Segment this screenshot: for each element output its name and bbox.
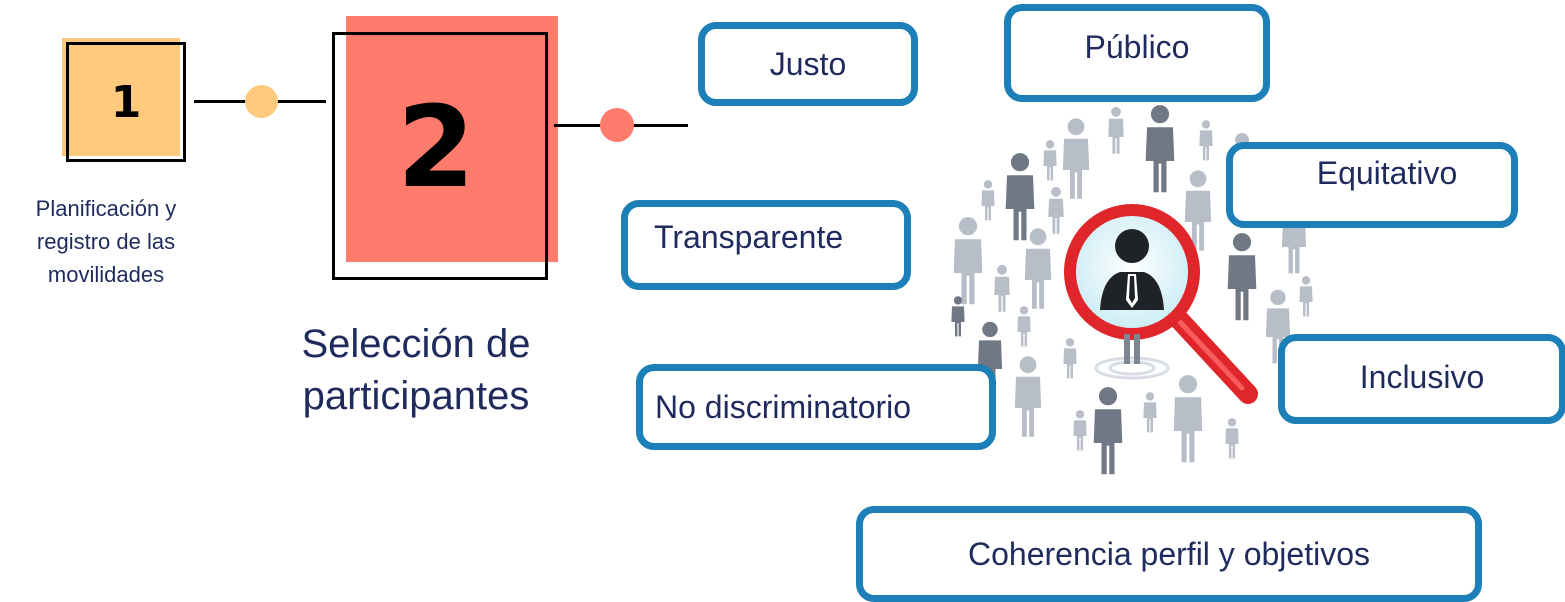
connector-dot-1 [245,85,278,118]
step-2-caption: Selección de participantes [236,318,596,422]
criterion-inclusivo-box: Inclusivo [1278,334,1565,424]
step-1-frame [66,42,186,162]
criterion-inclusivo-label: Inclusivo [1359,359,1485,395]
step-1-caption: Planificación y registro de las movilida… [0,192,212,291]
step-2-frame [332,32,548,280]
criterion-justo-box: Justo [698,22,918,106]
step-2-background [346,16,558,262]
step-2-caption-line-1: Selección de [301,322,531,366]
step-2-caption-line-2: participantes [302,374,530,418]
people-search-magnifier-icon [951,105,1313,475]
step-1-background [62,38,180,156]
criterion-justo-label: Justo [769,45,847,82]
step-1-caption-line-2: registro de las [36,229,176,254]
criterion-coherencia-box: Coherencia perfil y objetivos [856,506,1482,602]
criterion-transparente-box: Transparente [621,200,911,290]
step-1-caption-line-3: movilidades [47,262,165,287]
connector-dot-2 [600,108,634,142]
criterion-equitativo-label: Equitativo [1316,155,1458,191]
criterion-no-discriminatorio-box: No discriminatorio [636,364,996,450]
criterion-publico-box: Público [1004,4,1270,102]
step-2-number: 2 [397,83,475,213]
criterion-equitativo-box: Equitativo [1226,142,1518,228]
step-1-number: 1 [110,76,142,128]
criterion-no-discriminatorio-label: No discriminatorio [655,389,912,425]
criterion-transparente-label: Transparente [654,219,844,255]
criterion-coherencia-label: Coherencia perfil y objetivos [968,535,1370,572]
step-1-caption-line-1: Planificación y [35,196,177,221]
criterion-publico-label: Público [1084,29,1190,65]
